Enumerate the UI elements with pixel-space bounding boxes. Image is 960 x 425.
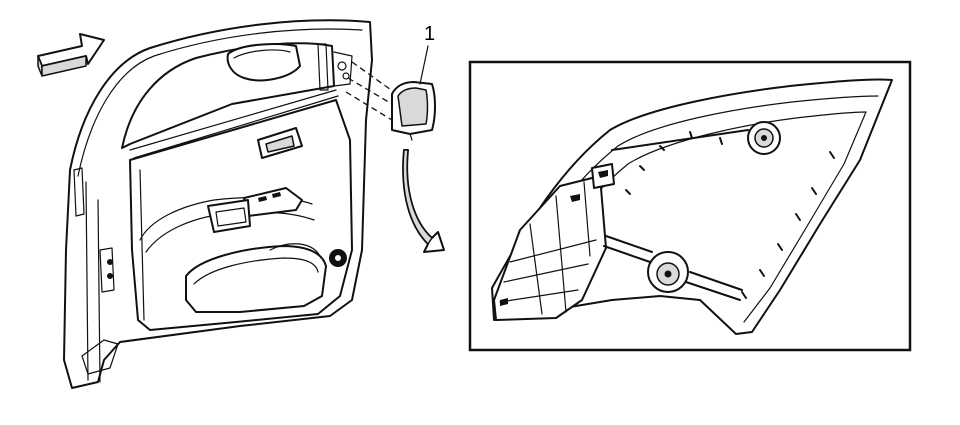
alignment-dashes (345, 61, 395, 121)
retaining-tab-marks (625, 131, 835, 299)
detail-bezel (491, 78, 893, 335)
retaining-clip-lower (647, 251, 689, 293)
callout-label-1: 1 (424, 23, 436, 45)
door-assembly (63, 19, 373, 389)
detail-arrow-icon (402, 149, 445, 253)
retaining-clip-upper (747, 121, 781, 155)
direction-arrow-icon (37, 33, 105, 77)
callout-leader-line (419, 45, 429, 85)
mirror-bezel-part (391, 81, 436, 141)
